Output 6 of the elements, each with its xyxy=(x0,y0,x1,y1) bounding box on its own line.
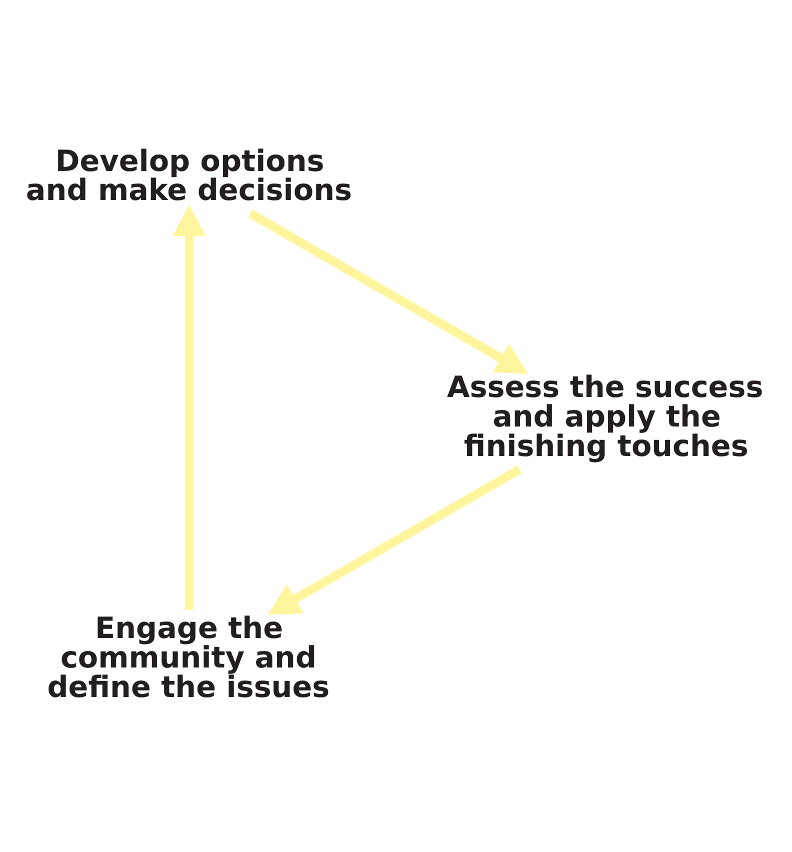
node-text: Develop options and make decisions xyxy=(26,143,352,207)
node-text: Engage the community and define the issues xyxy=(47,610,330,704)
arrow xyxy=(172,204,206,610)
node-text: Assess the success and apply the finishing touches xyxy=(447,370,764,462)
arrow xyxy=(248,209,528,374)
arrow xyxy=(268,465,522,614)
